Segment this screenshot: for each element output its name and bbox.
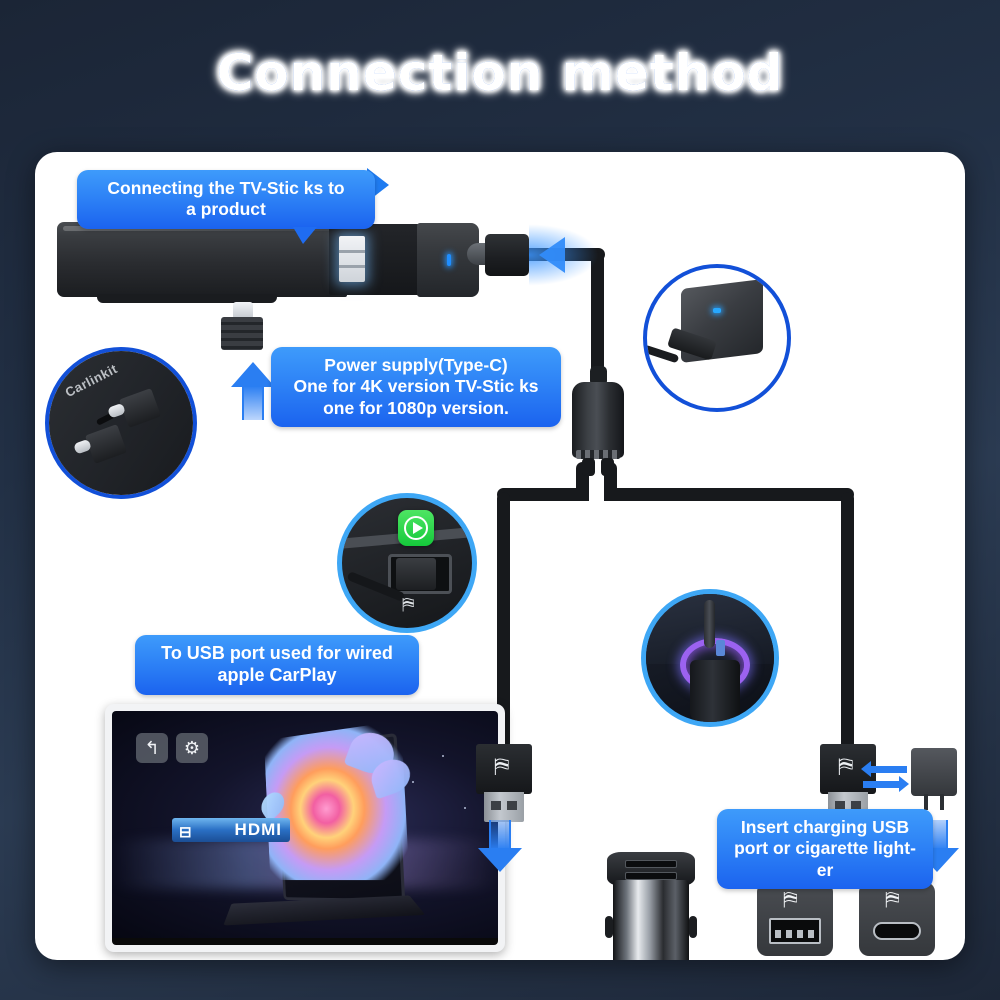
usb-trident-icon: ⛿ (494, 755, 510, 778)
callout-charge-line-1: Insert charging USB (740, 817, 910, 837)
tv-stick-contact-pad (339, 236, 365, 282)
callout-usb-line-1: To USB port used for wired (161, 643, 393, 663)
usb-c-adapter (911, 748, 957, 810)
usb-a-port-target: ⛿ (757, 882, 833, 956)
right-angle-usb-c-adapter (221, 302, 263, 354)
charger-port-2 (625, 872, 677, 880)
car-charger-device (603, 852, 699, 960)
inset-cigarette-socket (641, 589, 779, 727)
page-title: Connection method (216, 44, 784, 102)
tablet-artwork (257, 720, 415, 903)
callout-power-supply: Power supply(Type-C) One for 4K version … (271, 347, 561, 428)
dongle-led-icon (713, 308, 721, 313)
inset-power-dongle (643, 264, 791, 412)
swap-arrows-icon (861, 760, 909, 794)
callout-connect-stick-line-1: Connecting the TV-Stic ks to (107, 178, 345, 198)
callout-usb-carplay: To USB port used for wired apple CarPlay (135, 635, 419, 695)
hdmi-label: HDMI (234, 820, 282, 839)
callout-charge-line-3: er (816, 859, 834, 880)
callout-charging-port: Insert charging USB port or cigarette li… (717, 809, 933, 890)
hdmi-port-icon: ⊟ (179, 824, 193, 841)
head-unit-screen[interactable]: ↰ ⚙ ⊟ HDMI (112, 711, 498, 945)
usb-a-plug-left: ⛿ (476, 744, 532, 822)
callout-power-line-1: Power supply(Type-C) (324, 355, 508, 375)
cable-right-down (841, 492, 854, 750)
cable-branch-right-horizontal (604, 488, 854, 501)
callout-tail (293, 226, 317, 244)
status-led-icon (447, 254, 451, 266)
callout-power-line-2: One for 4K version TV-Stic ks (293, 376, 539, 397)
type-c-plug (467, 234, 529, 276)
inset-angle-adapters: Carlinkit (45, 347, 197, 499)
callout-connect-stick-line-2: a product (186, 199, 266, 220)
callout-charge-line-2: port or cigarette light- (734, 838, 916, 859)
keyboard-artwork (223, 895, 426, 926)
hdmi-badge: ⊟ HDMI (172, 818, 290, 842)
usb-c-port-target: ⛿ (859, 882, 935, 956)
car-head-unit: ↰ ⚙ ⊟ HDMI (105, 704, 505, 952)
usb-trident-icon: ⛿ (838, 755, 854, 778)
gear-icon[interactable]: ⚙ (176, 733, 208, 763)
callout-connect-stick: Connecting the TV-Stic ks to a product (77, 170, 375, 244)
charger-port-1 (625, 860, 677, 868)
usb-trident-icon: ⛿ (783, 889, 798, 911)
usb-trident-icon: ⛿ (402, 595, 415, 614)
callout-usb-line-2: apple CarPlay (217, 664, 337, 685)
page-header: Connection method (0, 44, 1000, 102)
back-icon[interactable]: ↰ (136, 733, 168, 763)
callout-power-line-3: one for 1080p version. (323, 397, 509, 418)
carplay-badge-icon (398, 510, 434, 546)
cable-left-down (497, 492, 510, 750)
diagram-card: Connecting the TV-Stic ks to a product C… (35, 152, 965, 960)
connection-glow-icon (529, 224, 599, 286)
usb-trident-icon: ⛿ (885, 889, 900, 911)
cable-splitter (572, 366, 624, 476)
tv-stick-device (57, 222, 479, 303)
cable-branch-left-horizontal (497, 488, 589, 501)
tv-stick-foot (97, 294, 277, 303)
inset-car-usb-port: ⛿ (337, 493, 477, 633)
